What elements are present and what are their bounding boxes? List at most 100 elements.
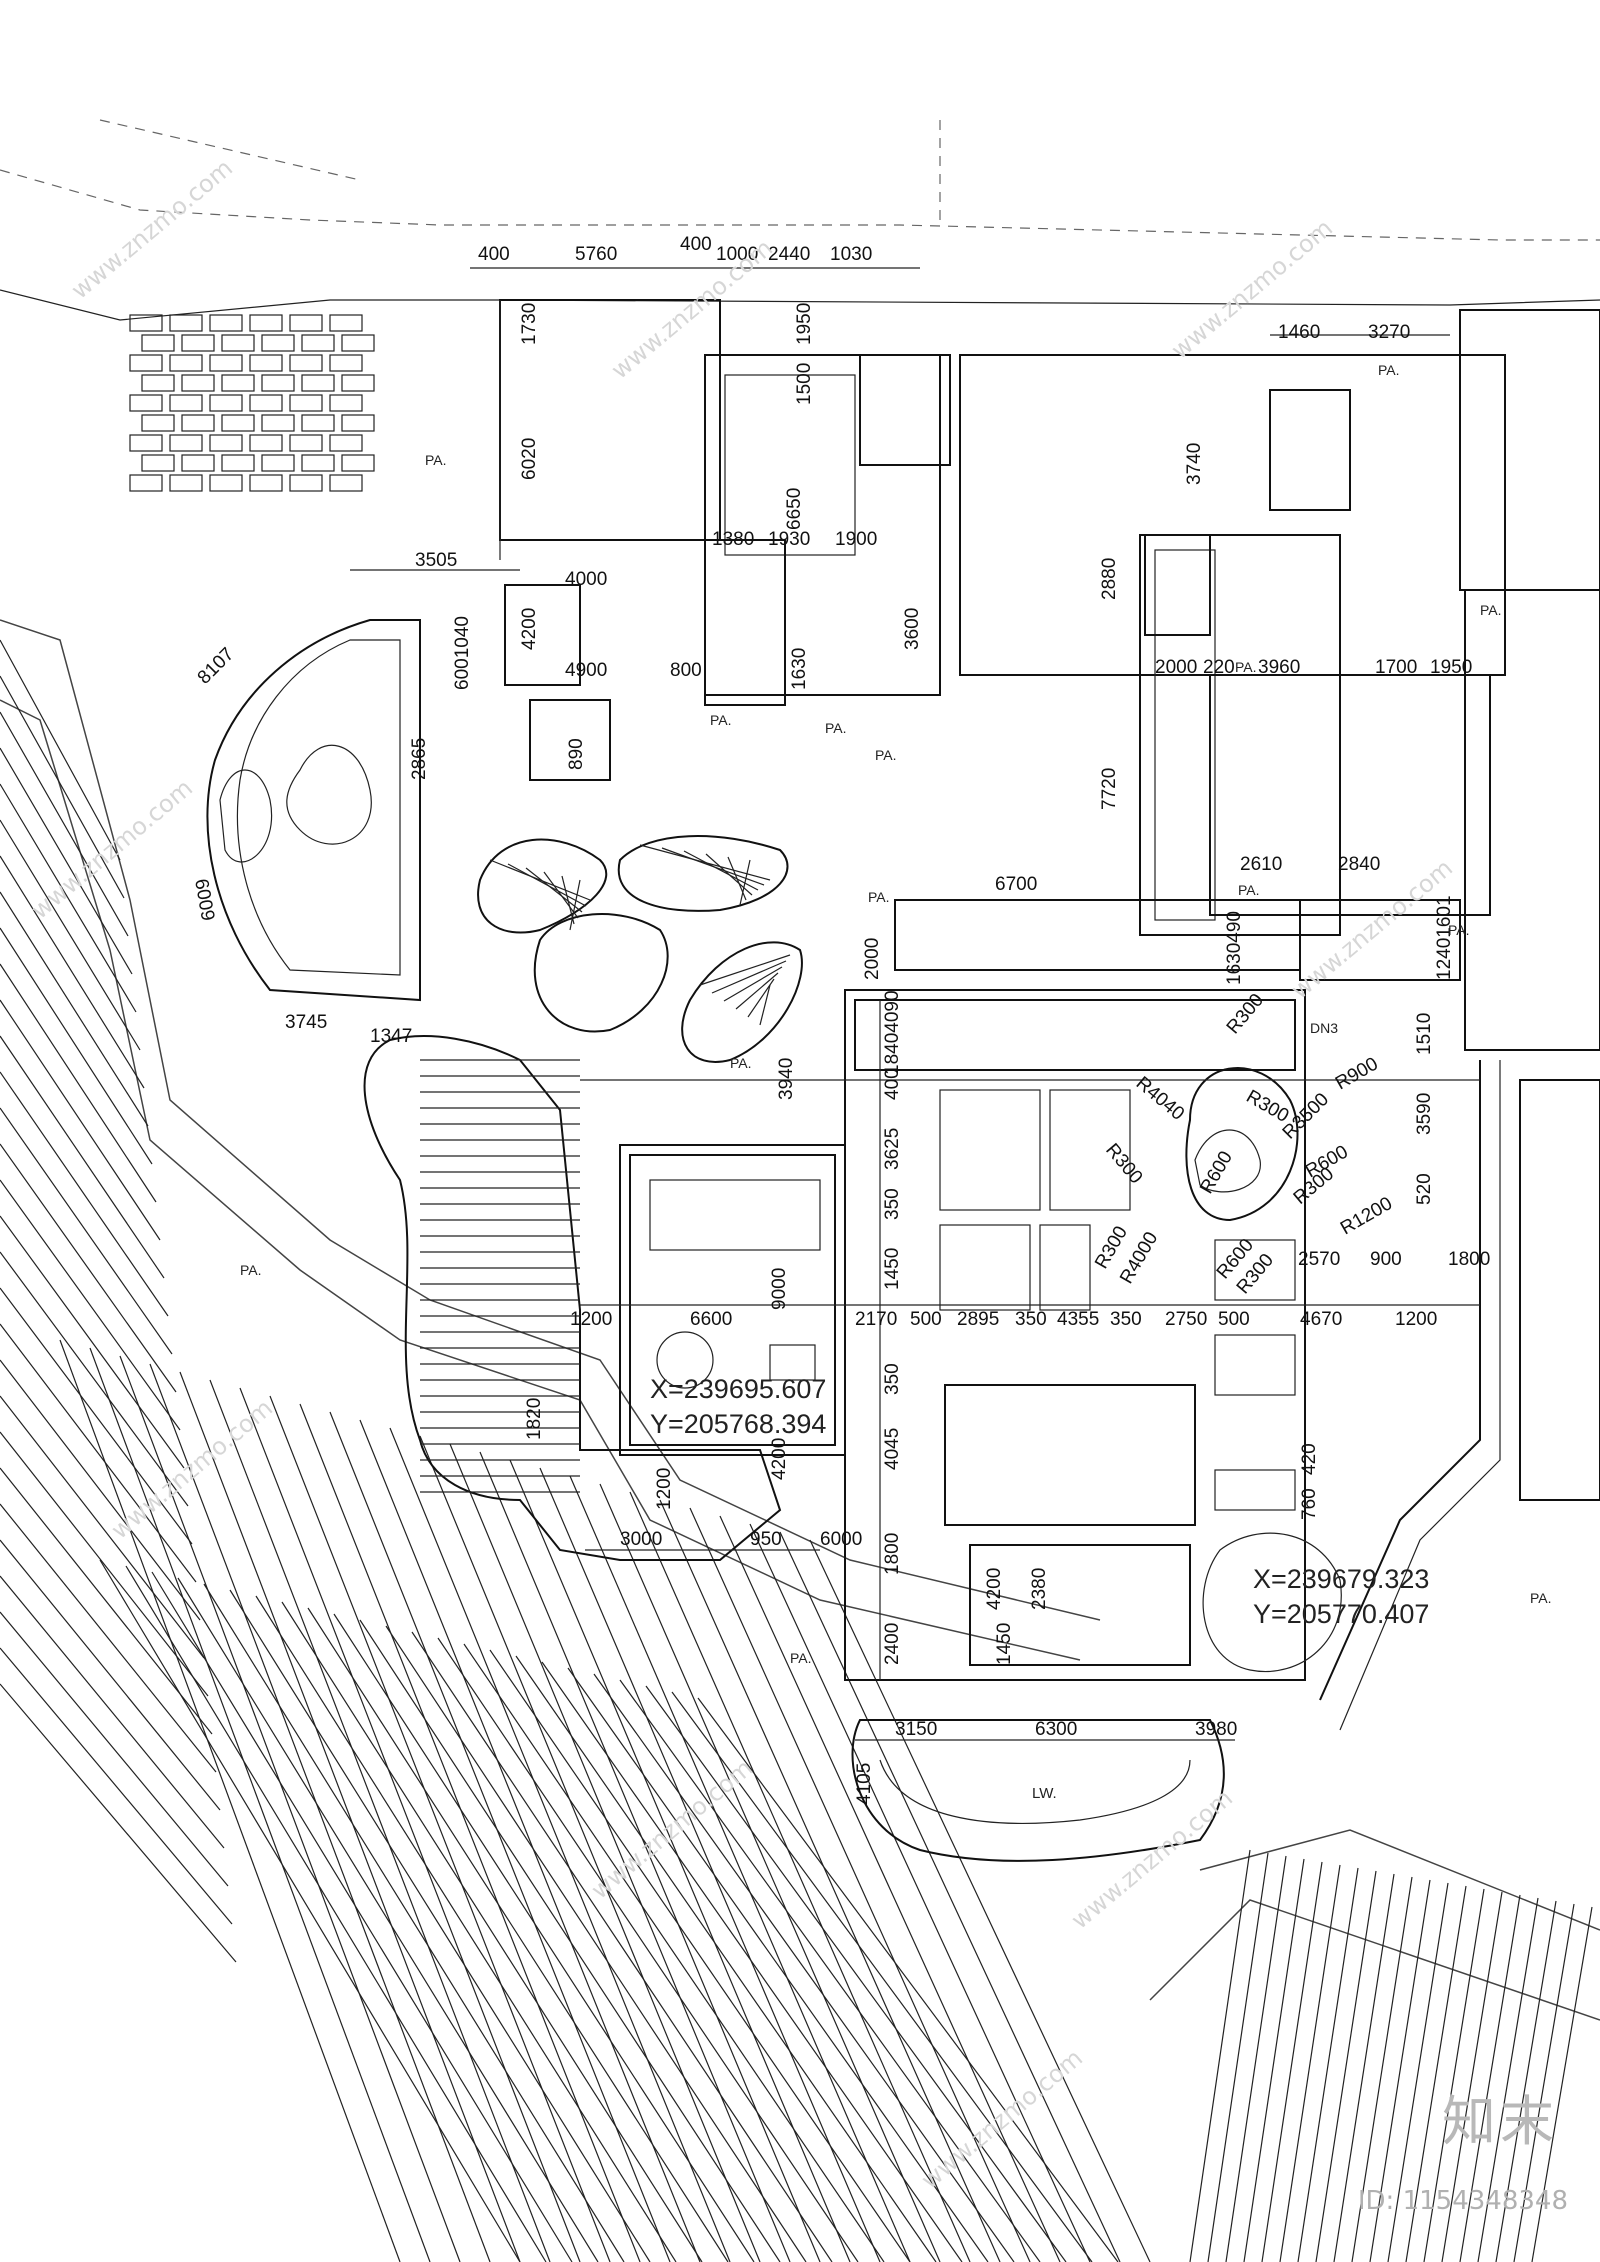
dim-text: 6009	[190, 877, 218, 922]
farmland-west	[0, 619, 1151, 2262]
hatch-line	[489, 1649, 911, 2262]
brick	[289, 434, 323, 452]
hatch-line	[0, 1287, 193, 1545]
dim-text: 2170	[855, 1309, 897, 1330]
dim-text: 4670	[1300, 1309, 1342, 1330]
hatch-line	[0, 855, 145, 1089]
brick	[329, 354, 363, 372]
farmland-southeast	[1189, 1849, 1593, 2262]
brick	[181, 374, 215, 392]
hatch-line	[749, 1523, 1091, 2262]
dim-text: 2610	[1240, 854, 1282, 875]
hatch-line	[719, 1515, 1061, 2262]
hatch-line	[0, 1071, 169, 1317]
dim-text: 400	[478, 244, 510, 265]
dim-text: 1200	[654, 1468, 675, 1510]
central-courtyard	[844, 989, 1306, 1681]
deck-and-pond	[363, 1035, 1342, 1672]
hatch-line	[699, 954, 791, 986]
hatch-line	[0, 1503, 217, 1773]
dim-text: 3740	[1184, 443, 1205, 485]
dim-text: 1450	[994, 1623, 1015, 1665]
hatch-line	[1351, 1876, 1413, 2262]
dim-text: 8107	[194, 644, 239, 689]
brick	[129, 434, 163, 452]
dim-text: 3940	[776, 1058, 797, 1100]
hatch-line	[1441, 1891, 1503, 2262]
hatch-line	[411, 1631, 833, 2262]
paving-panel	[1039, 1224, 1091, 1311]
hatch-line	[151, 1571, 573, 2262]
hatch-line	[723, 966, 783, 1002]
brick	[341, 414, 375, 432]
hatch-line	[89, 1347, 431, 2262]
dim-text: 1950	[794, 303, 815, 345]
hatch-line	[177, 1577, 599, 2262]
hatch-line	[515, 1655, 937, 2262]
url-watermark: www.znzmo.com	[606, 234, 778, 385]
hatch-line	[1243, 1858, 1305, 2262]
dim-text: 7720	[1099, 768, 1120, 810]
dim-text: 3600	[902, 608, 923, 650]
brick	[141, 334, 175, 352]
hatch-line	[739, 859, 751, 906]
hatch-line	[1297, 1867, 1359, 2262]
dims-mid: 2000 3940 18404090 1630490 12401601 1510…	[524, 895, 1490, 1665]
hatch-line	[593, 1673, 1015, 2262]
dim-text: 1800	[882, 1533, 903, 1575]
area-label-pa: PA.	[710, 712, 732, 728]
hatch-line	[619, 1679, 1041, 2262]
radius-text: R1200	[1337, 1193, 1396, 1239]
area-label-pa: PA.	[425, 452, 447, 468]
hatch-line	[419, 1435, 761, 2262]
dim-text: 350	[882, 1188, 903, 1220]
dim-text: 4105	[854, 1763, 875, 1805]
hatch-line	[239, 1387, 581, 2262]
hatch-line	[0, 711, 129, 937]
area-label-pa: PA.	[730, 1055, 752, 1071]
brick	[209, 314, 243, 332]
hatch-line	[1405, 1885, 1467, 2262]
hatch-line	[697, 1697, 1119, 2262]
hatch-line	[281, 1601, 703, 2262]
dim-text: 3745	[285, 1012, 327, 1033]
brick	[301, 374, 335, 392]
dim-text: 1950	[1430, 657, 1472, 678]
dim-text: 6000	[820, 1529, 862, 1550]
hatch-line	[299, 1403, 641, 2262]
brick	[249, 394, 283, 412]
hatch-line	[569, 1475, 911, 2262]
dim-text: 1730	[519, 303, 540, 345]
radius-text: R900	[1332, 1053, 1382, 1094]
hatch-line	[0, 999, 161, 1241]
brick	[289, 354, 323, 372]
brick	[141, 374, 175, 392]
pavilion	[619, 1144, 846, 1456]
brick	[249, 434, 283, 452]
hatch-line	[659, 1499, 1001, 2262]
hatch-line	[0, 783, 137, 1013]
area-label-pa: PA.	[1238, 882, 1260, 898]
area-label-pa: PA.	[1378, 362, 1400, 378]
dims-bottom: 3150 6300 3980 4105	[854, 1719, 1237, 1805]
dim-text: 5760	[575, 244, 617, 265]
hatch-line	[759, 984, 771, 1026]
brick	[341, 454, 375, 472]
dim-text: 3000	[620, 1529, 662, 1550]
farmland-south	[99, 1559, 1119, 2262]
hatch-line	[0, 963, 157, 1203]
hatch-line	[689, 1507, 1031, 2262]
hatch-line	[359, 1419, 701, 2262]
hatch-line	[0, 1143, 177, 1393]
hatch-line	[119, 1355, 461, 2262]
dim-text: 18404090	[882, 990, 903, 1075]
brick	[181, 414, 215, 432]
brick	[341, 334, 375, 352]
hatch-line	[0, 1359, 201, 1621]
radius-text: R300	[1101, 1140, 1146, 1188]
brick	[249, 354, 283, 372]
hatch-line	[0, 1431, 209, 1697]
dim-text: 900	[1370, 1249, 1402, 1270]
hatch-line	[479, 1451, 821, 2262]
dim-text: 3960	[1258, 657, 1300, 678]
